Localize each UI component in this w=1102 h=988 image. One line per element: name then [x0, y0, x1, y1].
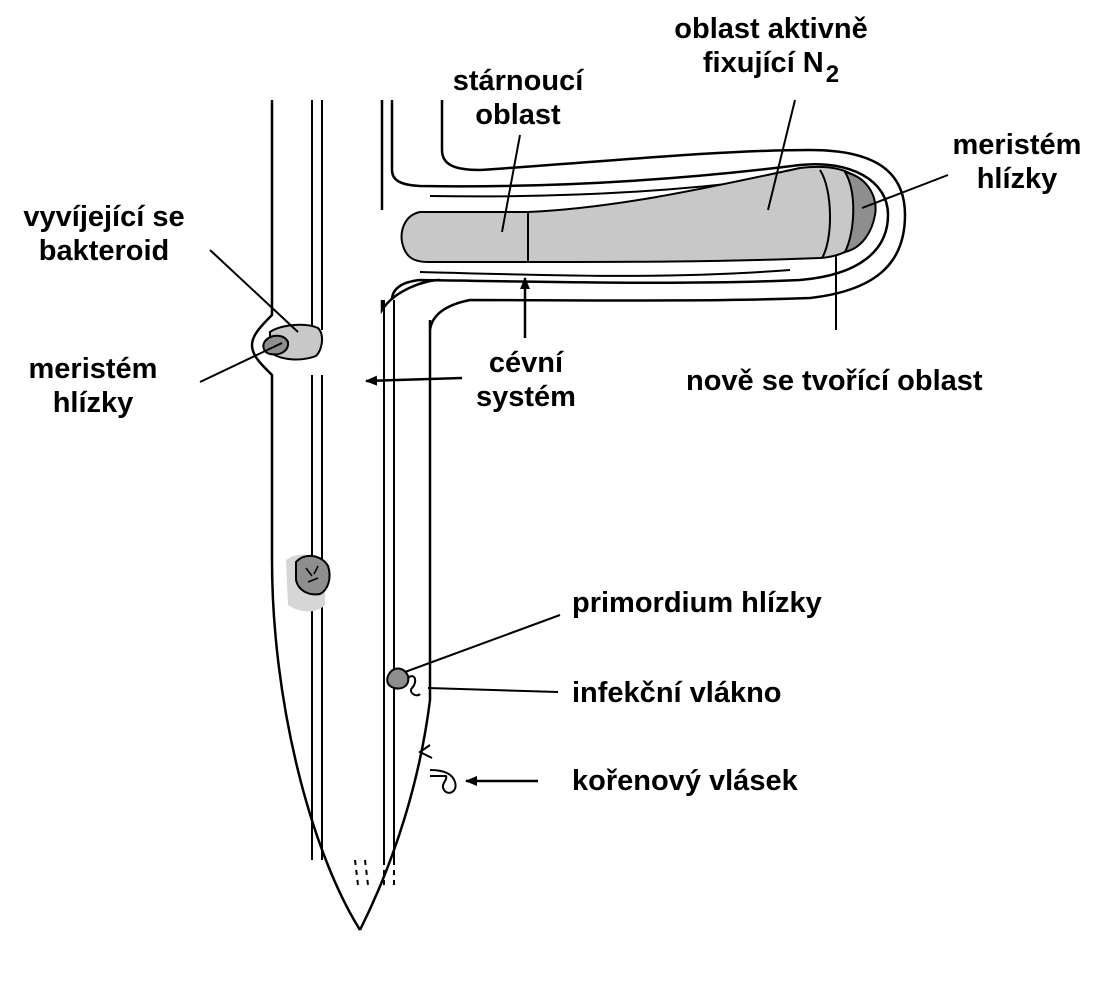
label-fixing-zone-line2: fixující N [703, 47, 824, 79]
infection-site [387, 669, 455, 793]
infection-thread-curl [408, 676, 420, 695]
label-vascular-system: cévní systém [456, 346, 596, 414]
label-meristem-right-line2: hlízky [942, 162, 1092, 196]
label-meristem-right-line1: meristém [942, 128, 1092, 162]
label-root-hair: kořenový vlásek [572, 764, 798, 798]
label-developing-bacteroid-line2: bakteroid [6, 234, 202, 268]
arrow-to-vascular-left [366, 378, 462, 381]
root-hair-curl [430, 770, 456, 793]
label-fixing-zone-line1: oblast aktivně [646, 12, 896, 46]
root-right-edge [382, 100, 440, 310]
early-nodule [263, 325, 322, 360]
label-fixing-zone: oblast aktivně fixující N2 [646, 12, 896, 82]
label-fixing-zone-subscript: 2 [826, 61, 839, 88]
label-meristem-left-line2: hlízky [18, 386, 168, 420]
label-developing-bacteroid: vyvíjející se bakteroid [6, 200, 202, 268]
label-senescent-zone-line2: oblast [448, 98, 588, 132]
label-developing-bacteroid-line1: vyvíjející se [6, 200, 202, 234]
label-infection-thread: infekční vlákno [572, 676, 782, 710]
label-new-zone: nově se tvořící oblast [686, 364, 983, 398]
internal-primordium [286, 555, 330, 612]
label-senescent-zone-line1: stárnoucí [448, 64, 588, 98]
label-senescent-zone: stárnoucí oblast [448, 64, 588, 132]
vascular-strands [312, 100, 394, 885]
root-left-edge [252, 100, 360, 930]
label-nodule-primordium: primordium hlízky [572, 586, 822, 620]
label-vascular-system-line2: systém [456, 380, 596, 414]
label-meristem-right: meristém hlízky [942, 128, 1092, 196]
fixing-zone-shape [528, 167, 870, 262]
label-vascular-system-line1: cévní [456, 346, 596, 380]
label-meristem-left-line1: meristém [18, 352, 168, 386]
senescent-zone-shape [402, 212, 528, 262]
label-meristem-left: meristém hlízky [18, 352, 168, 420]
